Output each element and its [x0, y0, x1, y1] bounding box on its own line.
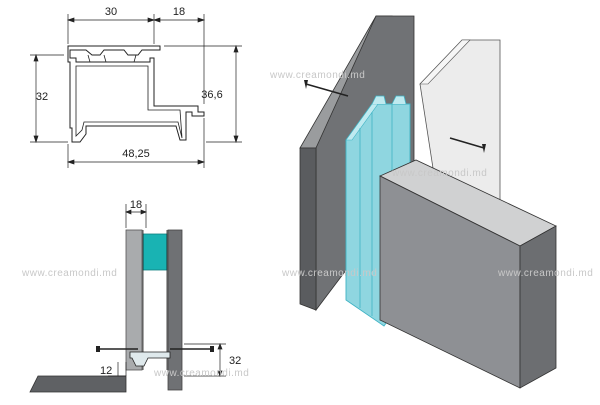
dim-right-height-label: 36,6	[201, 89, 222, 101]
watermark-1: www.creamondi.md	[269, 70, 365, 81]
watermark-4: www.creamondi.md	[281, 268, 377, 279]
screw-left	[96, 346, 138, 352]
watermark-5: www.creamondi.md	[497, 268, 593, 279]
bottom-profile	[129, 351, 171, 367]
watermark-3: www.creamondi.md	[21, 268, 117, 279]
section-height-label: 32	[229, 355, 241, 367]
dim-top-right-label: 18	[173, 6, 185, 18]
left-panel-front	[299, 147, 317, 311]
dim-left-height-label: 32	[36, 91, 48, 103]
floor-offset-dimension	[108, 362, 127, 377]
watermark-2: www.creamondi.md	[391, 168, 487, 179]
teal-insert	[142, 233, 168, 271]
floor-slab	[29, 375, 127, 393]
profile-outline	[67, 45, 205, 143]
profile-inner-web	[75, 65, 183, 139]
watermark-6: www.creamondi.md	[153, 368, 249, 379]
dim-top-left-label: 30	[105, 6, 117, 18]
installation-section: 18 32	[29, 199, 241, 393]
dim-bottom-width-label: 48,25	[122, 148, 150, 160]
screw-right	[170, 346, 214, 352]
section-height-dimension	[184, 343, 226, 377]
screw-upper	[304, 80, 349, 97]
door-panel-left	[125, 229, 143, 371]
profile-cross-section	[67, 45, 205, 143]
floor-offset-label: 12	[100, 365, 112, 377]
wall-panel-right	[167, 229, 183, 391]
screw-lower	[449, 137, 486, 153]
isometric-view	[299, 15, 557, 389]
profile-dimension-lines	[30, 14, 242, 168]
section-width-label: 18	[130, 199, 142, 211]
profile-top-clip	[87, 54, 137, 63]
front-panel-side	[519, 225, 557, 389]
section-width-dimension	[125, 204, 147, 228]
